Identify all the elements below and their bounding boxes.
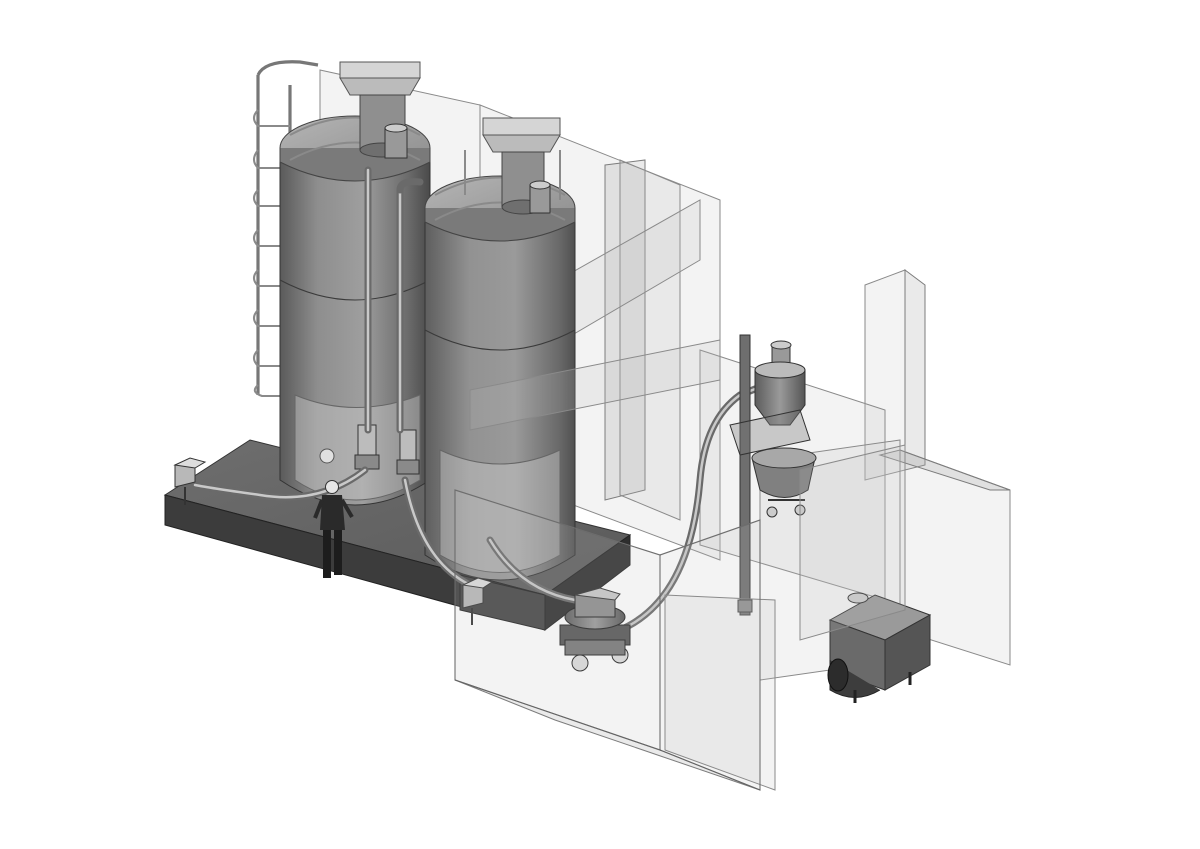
control-panel-right [461,577,494,625]
operator-figure [313,480,354,578]
control-panel-left [173,457,207,505]
transfer-pump-unit [559,587,631,672]
transparent-building-walls-front [454,339,906,791]
silo-left [253,60,431,506]
pneumatic-conveying-pipes [191,166,769,634]
receiving-hopper-tower [729,334,817,616]
silo-right [396,117,576,581]
